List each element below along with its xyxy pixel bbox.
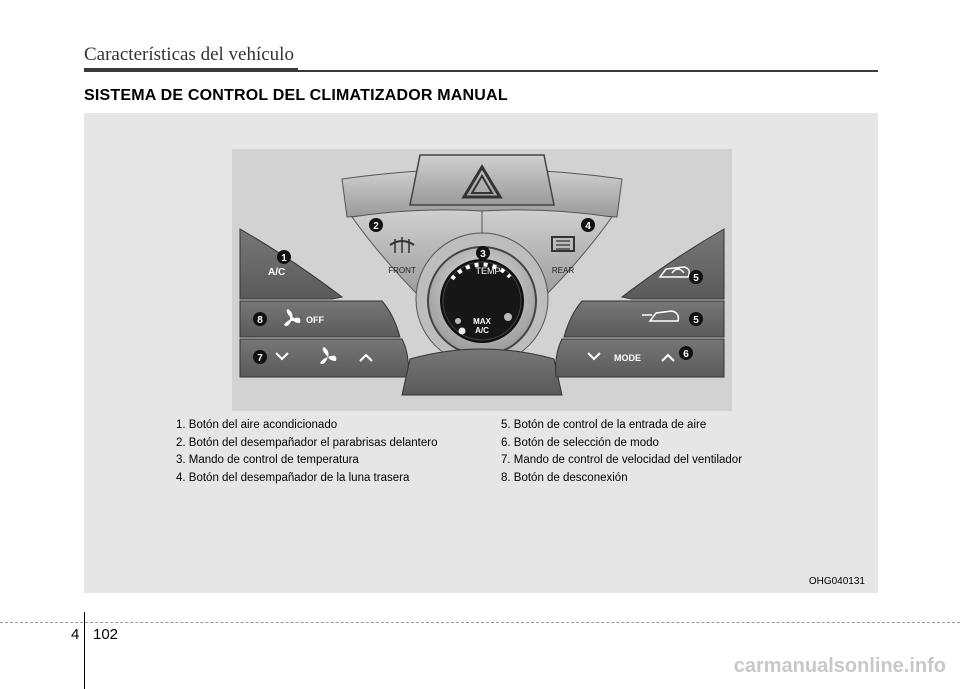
fan-up-icon[interactable] (359, 353, 373, 362)
ac-button[interactable] (239, 228, 344, 300)
header-rule (84, 70, 878, 72)
svg-text:4: 4 (585, 221, 591, 232)
fresh-air-icon (642, 310, 680, 322)
callout-5a: 5 (689, 270, 703, 284)
svg-text:1: 1 (281, 253, 287, 264)
page-number: 102 (93, 626, 119, 643)
legend-item: 6. Botón de selección de modo (501, 436, 659, 449)
header-rule-accent (84, 68, 298, 72)
chapter-number: 4 (71, 626, 80, 643)
callout-8: 8 (253, 312, 267, 326)
footer-vertical-rule (84, 612, 85, 689)
legend-left: 1. Botón del aire acondicionado 2. Botón… (176, 417, 437, 487)
bottom-center-plate (401, 348, 563, 396)
fresh-air-button[interactable] (563, 300, 725, 338)
hazard-button[interactable] (409, 154, 555, 206)
mode-down-icon (587, 352, 601, 361)
figure-code: OHG040131 (808, 576, 865, 587)
svg-text:3: 3 (480, 249, 486, 260)
mode-up-icon (661, 353, 675, 362)
header-title: Características del vehículo (84, 44, 294, 65)
callout-7: 7 (253, 350, 267, 364)
front-defrost-icon (389, 237, 415, 253)
legend-item: 2. Botón del desempañador el parabrisas … (176, 436, 438, 449)
svg-text:8: 8 (257, 315, 263, 326)
off-label: OFF (306, 315, 324, 325)
callout-4: 4 (581, 218, 595, 232)
footer-dashed-rule (0, 622, 960, 623)
watermark: carmanualsonline.info (733, 655, 946, 677)
rear-label: REAR (552, 266, 574, 275)
fan-icon-off (284, 309, 301, 327)
callout-3: 3 (476, 246, 490, 260)
temp-label: TEMP (475, 266, 500, 276)
fan-icon (320, 347, 337, 365)
legend-item: 1. Botón del aire acondicionado (176, 419, 338, 431)
svg-text:7: 7 (257, 353, 263, 364)
legend-item: 8. Botón de desconexión (501, 471, 628, 484)
legend-right: 5. Botón de control de la entrada de air… (501, 417, 742, 487)
front-label: FRONT (388, 266, 416, 275)
svg-text:5: 5 (693, 315, 699, 326)
legend-item: 4. Botón del desempañador de la luna tra… (176, 471, 410, 484)
climate-panel-illustration: FRONT REAR TEMP MAX A/C A/C OFF (232, 149, 732, 411)
recirculation-icon (658, 266, 691, 278)
legend-item: 5. Botón de control de la entrada de air… (501, 419, 707, 431)
rear-defrost-icon (551, 236, 575, 252)
off-button[interactable] (239, 300, 401, 338)
mode-label: MODE (614, 353, 641, 363)
svg-text:5: 5 (693, 273, 699, 284)
callout-2: 2 (369, 218, 383, 232)
figure-box: FRONT REAR TEMP MAX A/C A/C OFF (84, 113, 878, 593)
ac-label: A/C (268, 267, 285, 278)
callout-5b: 5 (689, 312, 703, 326)
svg-text:2: 2 (373, 221, 379, 232)
section-title: SISTEMA DE CONTROL DEL CLIMATIZADOR MANU… (84, 87, 508, 104)
legend-item: 7. Mando de control de velocidad del ven… (501, 454, 743, 466)
max-ac-label: A/C (475, 326, 489, 335)
callout-1: 1 (277, 250, 291, 264)
fan-down-icon (275, 352, 289, 361)
legend-item: 3. Mando de control de temperatura (176, 454, 359, 466)
svg-text:6: 6 (683, 349, 689, 360)
callout-6: 6 (679, 346, 693, 360)
max-label: MAX (473, 317, 491, 326)
hazard-icon (461, 164, 503, 199)
